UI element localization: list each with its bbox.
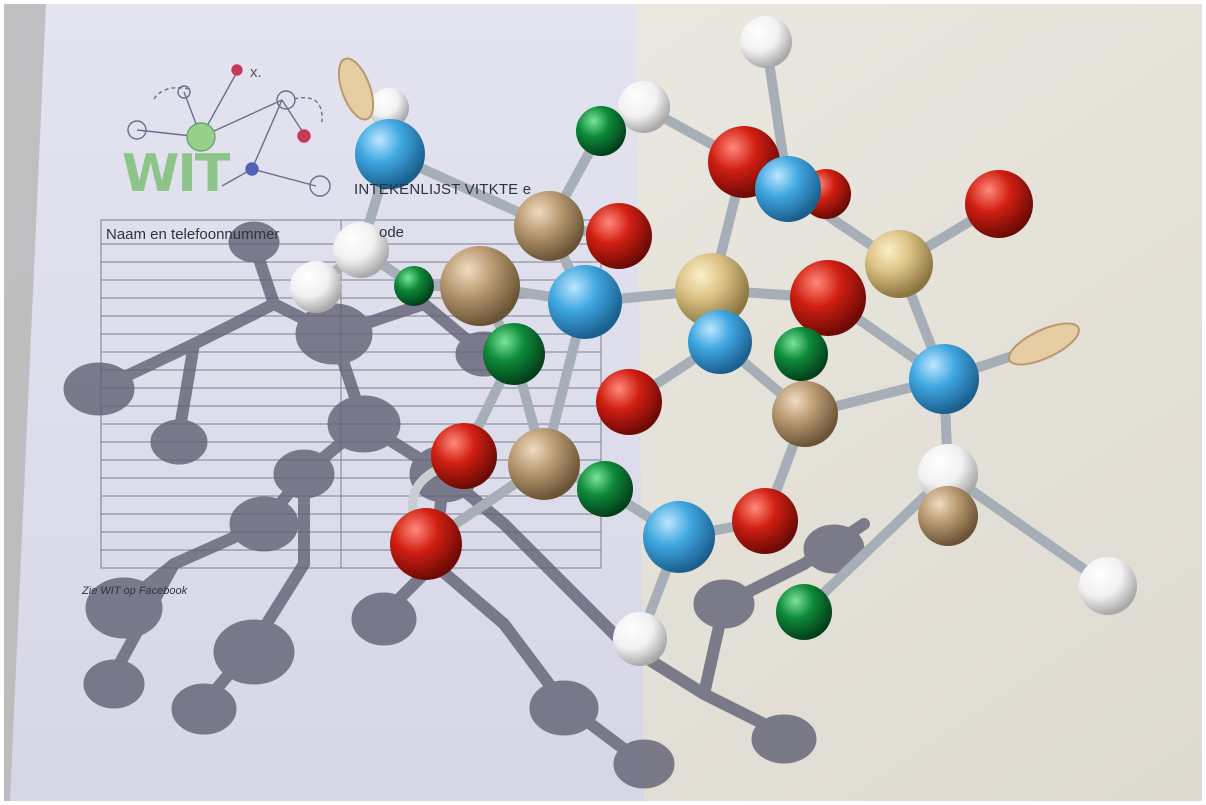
atom-blue bbox=[688, 310, 752, 374]
wooden-peg bbox=[337, 57, 375, 121]
molecule-model-photo: WIT x. INTEKENLIJST VITKTE e Naam en tel… bbox=[4, 4, 1202, 801]
atom-white bbox=[369, 88, 409, 128]
atom-green bbox=[394, 266, 434, 306]
atom-blue bbox=[755, 156, 821, 222]
atom-yellow bbox=[865, 230, 933, 298]
atom-blue bbox=[643, 501, 715, 573]
atom-blue bbox=[909, 344, 979, 414]
atom-tan bbox=[514, 191, 584, 261]
atom-red bbox=[965, 170, 1033, 238]
atom-white bbox=[613, 612, 667, 666]
sheet-title: INTEKENLIJST VITKTE e bbox=[354, 181, 532, 198]
atom-green bbox=[774, 327, 828, 381]
atom-green bbox=[576, 106, 626, 156]
wit-logo-text: WIT bbox=[122, 144, 230, 204]
atom-green bbox=[483, 323, 545, 385]
atom-white bbox=[333, 222, 389, 278]
column-header-name: Naam en telefoonnummer bbox=[106, 226, 280, 243]
atom-red bbox=[586, 203, 652, 269]
wooden-peg bbox=[1008, 322, 1080, 366]
photo-scene bbox=[4, 4, 1202, 801]
column-header-code: ode bbox=[379, 224, 405, 241]
atom-tan bbox=[508, 428, 580, 500]
molecule-atoms bbox=[290, 16, 1137, 666]
atom-tan bbox=[918, 486, 978, 546]
atom-red bbox=[431, 423, 497, 489]
atom-white bbox=[740, 16, 792, 68]
atom-green bbox=[776, 584, 832, 640]
atom-blue bbox=[355, 119, 425, 189]
atom-tan bbox=[772, 381, 838, 447]
wit-logo-mark: x. bbox=[250, 64, 262, 81]
atom-white bbox=[1079, 557, 1137, 615]
atom-red bbox=[790, 260, 866, 336]
atom-blue bbox=[548, 265, 622, 339]
atom-tan bbox=[440, 246, 520, 326]
atom-red bbox=[596, 369, 662, 435]
atom-white bbox=[618, 81, 670, 133]
sheet-footer: Zie WIT op Facebook bbox=[82, 585, 188, 597]
wit-logo-network bbox=[127, 64, 331, 197]
molecule-shadow bbox=[63, 221, 870, 789]
atom-red bbox=[390, 508, 462, 580]
atom-yellow bbox=[675, 253, 749, 327]
atom-white bbox=[290, 261, 342, 313]
atom-green bbox=[577, 461, 633, 517]
atom-white bbox=[918, 444, 978, 504]
atom-red bbox=[732, 488, 798, 554]
